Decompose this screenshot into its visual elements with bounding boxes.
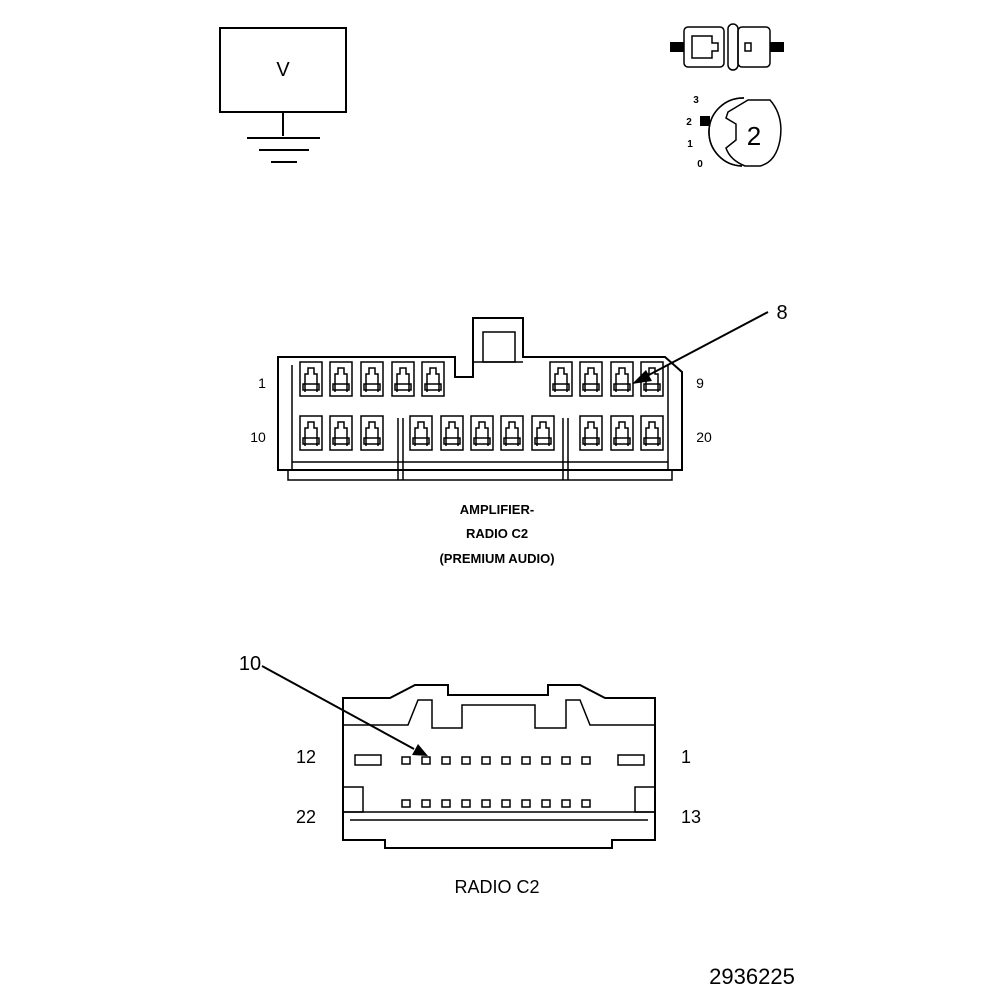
amp-caption-line1: AMPLIFIER-: [460, 502, 534, 517]
amp-pin-row1-4: [391, 361, 415, 397]
amp-pin-label-1: 1: [258, 375, 266, 391]
radio-pin-bottom-5: [481, 799, 491, 808]
figure-number: 2936225: [709, 964, 795, 989]
amp-pin-row1-3: [360, 361, 384, 397]
amp-pin-row2-5: [440, 415, 464, 451]
ignition-position-2: 2: [686, 117, 692, 128]
amp-pin-row1-8: [610, 361, 634, 397]
fuse-icon: [670, 23, 784, 71]
radio-pin-top-1: [401, 756, 411, 765]
amplifier-radio-c2-connector: 1 9 10 20 8 AMPLIFIER- RADIO C2 (PREMIUM…: [250, 302, 787, 566]
radio-callout-leader: [261, 665, 415, 750]
radio-pin-bottom-1: [401, 799, 411, 808]
voltmeter-symbol: V: [219, 27, 347, 163]
ignition-key-icon: 3 2 1 0 2: [686, 95, 782, 170]
radio-callout-arrowhead: [412, 744, 428, 756]
radio-pin-top-6: [501, 756, 511, 765]
voltmeter-label: V: [276, 59, 290, 81]
amp-pin-row2-2: [329, 415, 353, 451]
amp-caption-line3: (PREMIUM AUDIO): [439, 551, 554, 566]
radio-pin-bottom-3: [441, 799, 451, 808]
amp-pin-label-10: 10: [250, 429, 266, 445]
amp-pin-row2-8: [531, 415, 555, 451]
radio-right-keyway: [617, 754, 645, 766]
radio-pin-label-13: 13: [681, 807, 701, 827]
amp-pin-row1-6: [549, 361, 573, 397]
amp-pin-row2-10: [610, 415, 634, 451]
amp-pin-row2-1: [299, 415, 323, 451]
amp-pin-label-20: 20: [696, 429, 712, 445]
radio-pin-top-3: [441, 756, 451, 765]
radio-pin-bottom-10: [581, 799, 591, 808]
ignition-position-0: 0: [697, 159, 703, 170]
ignition-position-1: 1: [687, 139, 693, 150]
amp-pin-row1-1: [299, 361, 323, 397]
amp-pin-row1-2: [329, 361, 353, 397]
amplifier-pin-cavities: [299, 361, 664, 451]
amp-pin-row2-11: [640, 415, 664, 451]
radio-callout-number: 10: [239, 653, 261, 675]
ignition-position-3: 3: [693, 95, 699, 106]
radio-pin-bottom-4: [461, 799, 471, 808]
radio-c2-connector: 12 1 22 13 10 RADIO C2: [239, 653, 701, 897]
radio-pin-bottom-9: [561, 799, 571, 808]
radio-pin-bottom-2: [421, 799, 431, 808]
radio-left-keyway: [354, 754, 382, 766]
radio-pin-top-4: [461, 756, 471, 765]
amp-pin-row2-9: [579, 415, 603, 451]
radio-pin-top-2: [421, 756, 431, 765]
amp-pin-label-9: 9: [696, 375, 704, 391]
radio-pin-label-12: 12: [296, 747, 316, 767]
amp-caption-line2: RADIO C2: [466, 526, 528, 541]
radio-pin-label-22: 22: [296, 807, 316, 827]
radio-pin-cavities: [401, 756, 591, 808]
radio-pin-top-5: [481, 756, 491, 765]
amp-pin-row1-7: [579, 361, 603, 397]
amp-pin-row2-4: [409, 415, 433, 451]
amp-pin-row2-7: [500, 415, 524, 451]
ignition-key-number: 2: [747, 121, 761, 151]
amp-pin-row2-3: [360, 415, 384, 451]
amp-callout-arrowhead: [632, 370, 652, 384]
radio-pin-bottom-6: [501, 799, 511, 808]
amp-callout-leader: [644, 311, 769, 378]
radio-pin-top-10: [581, 756, 591, 765]
radio-pin-bottom-8: [541, 799, 551, 808]
amp-pin-row2-6: [470, 415, 494, 451]
radio-pin-top-9: [561, 756, 571, 765]
radio-pin-label-1: 1: [681, 747, 691, 767]
amp-pin-row1-5: [421, 361, 445, 397]
radio-pin-top-7: [521, 756, 531, 765]
radio-pin-top-8: [541, 756, 551, 765]
radio-caption: RADIO C2: [454, 877, 539, 897]
radio-pin-bottom-7: [521, 799, 531, 808]
amp-callout-number: 8: [776, 302, 787, 324]
